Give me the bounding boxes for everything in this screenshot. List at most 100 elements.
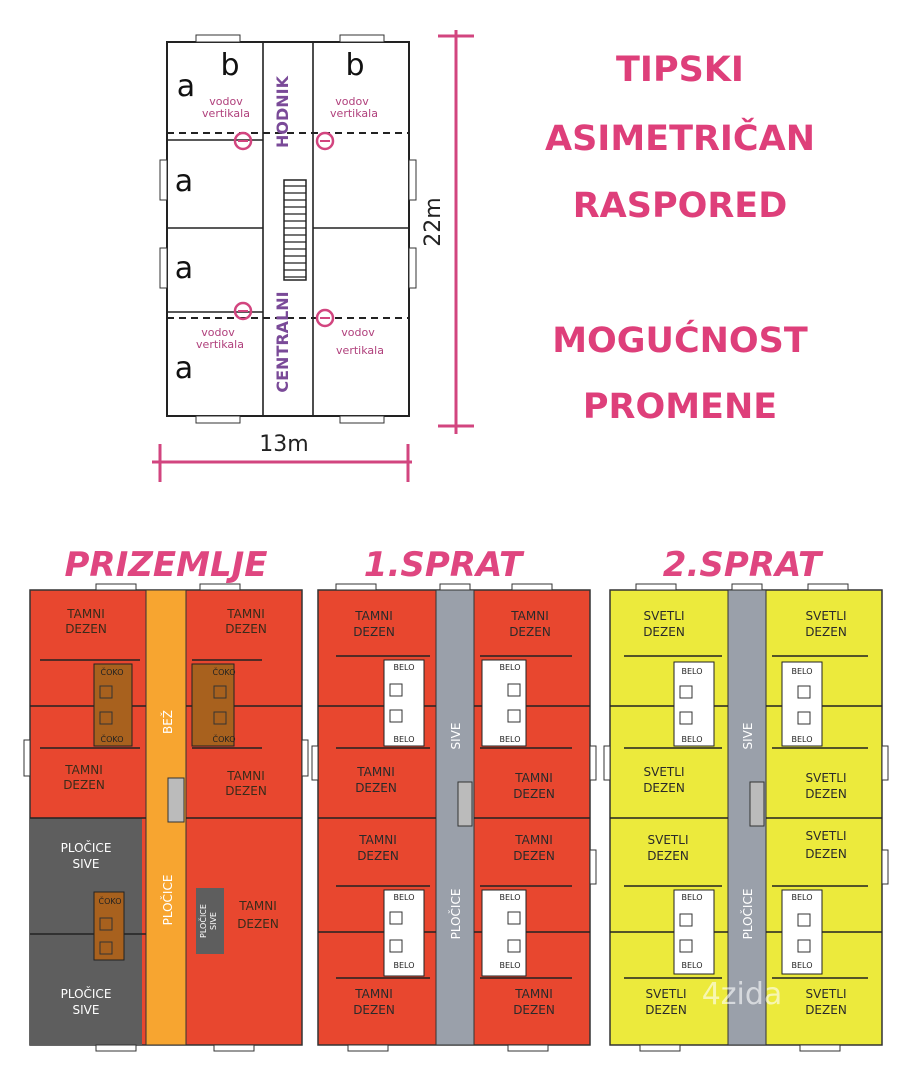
room-first-7-l1: TAMNI [354,987,392,1001]
title-block: TIPSKI ASIMETRIČAN RASPORED MOGUĆNOST PR… [545,50,815,427]
riser-marker-3 [233,301,253,321]
unit-label-a-4: a [175,351,193,386]
room-first-5-l2: DEZEN [357,849,399,863]
room-first-4-l2: DEZEN [513,787,555,801]
room-ground-1-l1: TAMNI [66,607,104,621]
room-second-4-l1: SVETLI [806,771,847,785]
room-first-6-l1: TAMNI [514,833,552,847]
floor-title-second: 2.SPRAT [663,545,824,585]
title-line-4: MOGUĆNOST [552,319,808,361]
room-second-1-l2: DEZEN [643,625,685,639]
title-line-5: PROMENE [583,387,777,427]
corridor-second-top: SIVE [741,723,755,750]
corridor-first-bottom: PLOČICE [448,889,463,940]
watermark: 4zida [702,977,783,1012]
width-label: 13m [259,432,308,457]
room-second-2-l1: SVETLI [806,609,847,623]
title-line-1: TIPSKI [616,50,744,90]
riser-label-3a: vodov [201,326,235,339]
unit-label-b-1: b [220,48,239,83]
bath-label-s4: BELO [791,735,812,744]
riser-marker-4 [315,308,335,328]
bath-label-f4: BELO [499,735,520,744]
room-second-8-l2: DEZEN [805,1003,847,1017]
stair-icon-second [749,781,765,827]
room-ground-5-l1: TAMNI [238,899,276,913]
room-first-3-l1: TAMNI [356,765,394,779]
unit-label-a-3: a [175,251,193,286]
corridor-ground-bottom: PLOČICE [160,875,175,926]
bath-label-g4: ČOKO [213,733,236,744]
room-ground-gray-1-l2: SIVE [73,857,100,871]
room-first-1-l1: TAMNI [354,609,392,623]
unit-label-a-1: a [177,69,195,104]
room-ground-gray-2-l1: PLOČICE [61,986,112,1001]
bath-label-f3: BELO [499,663,520,672]
bath-label-s3: BELO [791,667,812,676]
room-second-6-l2: DEZEN [805,847,847,861]
riser-label-2a: vodov [335,95,369,108]
room-second-1-l1: SVETLI [644,609,685,623]
bath-label-s1: BELO [681,667,702,676]
room-second-2-l2: DEZEN [805,625,847,639]
top-plan: HODNIK CENTRALNI a b b a a a vodov verti… [152,30,474,482]
bath-label-g5: ČOKO [99,895,122,906]
riser-marker-1 [233,131,253,151]
plan-ground-floor: ČOKO ČOKO ČOKO ČOKO ČOKO PLOČICE SIVE TA… [23,583,309,1052]
room-first-2-l2: DEZEN [509,625,551,639]
room-first-8-l1: TAMNI [514,987,552,1001]
room-first-2-l1: TAMNI [510,609,548,623]
room-ground-1-l2: DEZEN [65,622,107,636]
bath-label-f2: BELO [393,735,414,744]
room-ground-3-l2: DEZEN [63,778,105,792]
room-first-4-l1: TAMNI [514,771,552,785]
width-dimension: 13m [152,432,412,482]
unit-label-b-2: b [345,48,364,83]
riser-label-4a: vodov [341,326,375,339]
bath-label-s6: BELO [681,961,702,970]
corridor-label-bottom: CENTRALNI [273,291,292,392]
room-first-8-l2: DEZEN [513,1003,555,1017]
room-second-6-l1: SVETLI [806,829,847,843]
room-ground-gray-1-l1: PLOČICE [61,840,112,855]
room-second-5-l2: DEZEN [647,849,689,863]
riser-label-2b: vertikala [330,107,378,120]
room-ground-2-l1: TAMNI [226,607,264,621]
corridor-first-top: SIVE [449,723,463,750]
stair-icon-first [457,781,473,827]
room-first-3-l2: DEZEN [355,781,397,795]
room-second-8-l1: SVETLI [806,987,847,1001]
bath-label-s2: BELO [681,735,702,744]
room-second-7-l2: DEZEN [645,1003,687,1017]
floor-title-ground: PRIZEMLJE [64,545,267,585]
bath-label-f1: BELO [393,663,414,672]
room-first-5-l1: TAMNI [358,833,396,847]
room-ground-4-l2: DEZEN [225,784,267,798]
room-ground-4-l1: TAMNI [226,769,264,783]
bath-label-f5: BELO [393,893,414,902]
bath-label-s8: BELO [791,961,812,970]
unit-label-a-2: a [175,164,193,199]
room-ground-5-l2: DEZEN [237,917,279,931]
title-line-2: ASIMETRIČAN [545,117,815,159]
corridor-second-bottom: PLOČICE [740,889,755,940]
bath-label-f8: BELO [499,961,520,970]
room-second-3-l2: DEZEN [643,781,685,795]
riser-label-1a: vodov [209,95,243,108]
title-line-3: RASPORED [573,186,788,226]
bath-label-f7: BELO [499,893,520,902]
room-ground-3-l1: TAMNI [64,763,102,777]
room-first-7-l2: DEZEN [353,1003,395,1017]
small-box-label-2: SIVE [209,912,218,930]
room-first-1-l2: DEZEN [353,625,395,639]
bath-label-g3: ČOKO [213,666,236,677]
stair-icon-ground [167,777,185,823]
bath-label-s7: BELO [791,893,812,902]
floor-title-first: 1.SPRAT [364,545,525,585]
riser-label-4b: vertikala [336,344,384,357]
room-second-5-l1: SVETLI [648,833,689,847]
bath-label-g1: ČOKO [101,666,124,677]
corridor-label-top: HODNIK [273,75,292,148]
bath-label-s5: BELO [681,893,702,902]
